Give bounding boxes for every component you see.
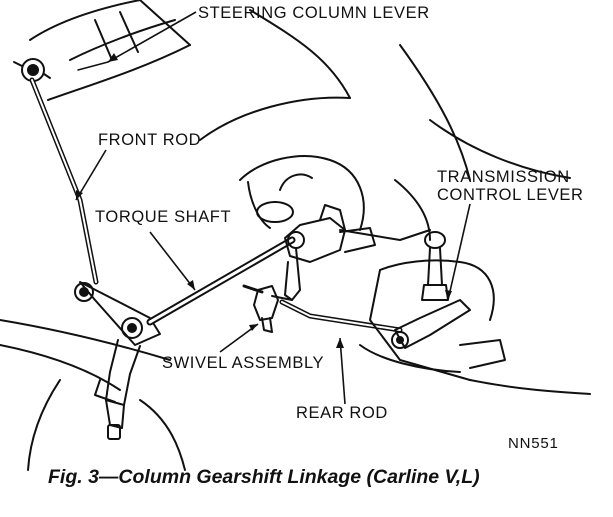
leader-lines [75, 11, 471, 405]
steering-column-housing [13, 0, 191, 101]
label-transmission-line1: TRANSMISSION [437, 168, 570, 186]
body-panel-outline [0, 9, 571, 471]
label-rear-rod: REAR ROD [296, 404, 388, 422]
label-swivel-assembly: SWIVEL ASSEMBLY [162, 354, 325, 372]
torque-shaft-pivot [284, 204, 376, 301]
leader-front-rod [75, 149, 107, 201]
swivel-assembly [242, 284, 293, 333]
label-steering-column-lever: STEERING COLUMN LEVER [198, 4, 430, 22]
front-rod [29, 77, 99, 285]
label-front-rod: FRONT ROD [98, 131, 202, 149]
leader-steering-column-lever [107, 11, 197, 63]
leader-transmission-control-lever [447, 203, 471, 301]
leader-arrowheads [76, 53, 452, 348]
figure-code: NN551 [508, 435, 559, 452]
leader-torque-shaft [149, 231, 196, 291]
rear-rod [279, 299, 403, 333]
label-torque-shaft: TORQUE SHAFT [95, 208, 232, 226]
lower-bracket [74, 281, 161, 440]
figure-caption: Fig. 3—Column Gearshift Linkage (Carline… [48, 466, 480, 488]
torque-shaft [146, 236, 296, 326]
transmission-control-lever [359, 231, 591, 395]
leader-rear-rod [339, 337, 346, 405]
label-transmission-line2: CONTROL LEVER [437, 186, 584, 204]
